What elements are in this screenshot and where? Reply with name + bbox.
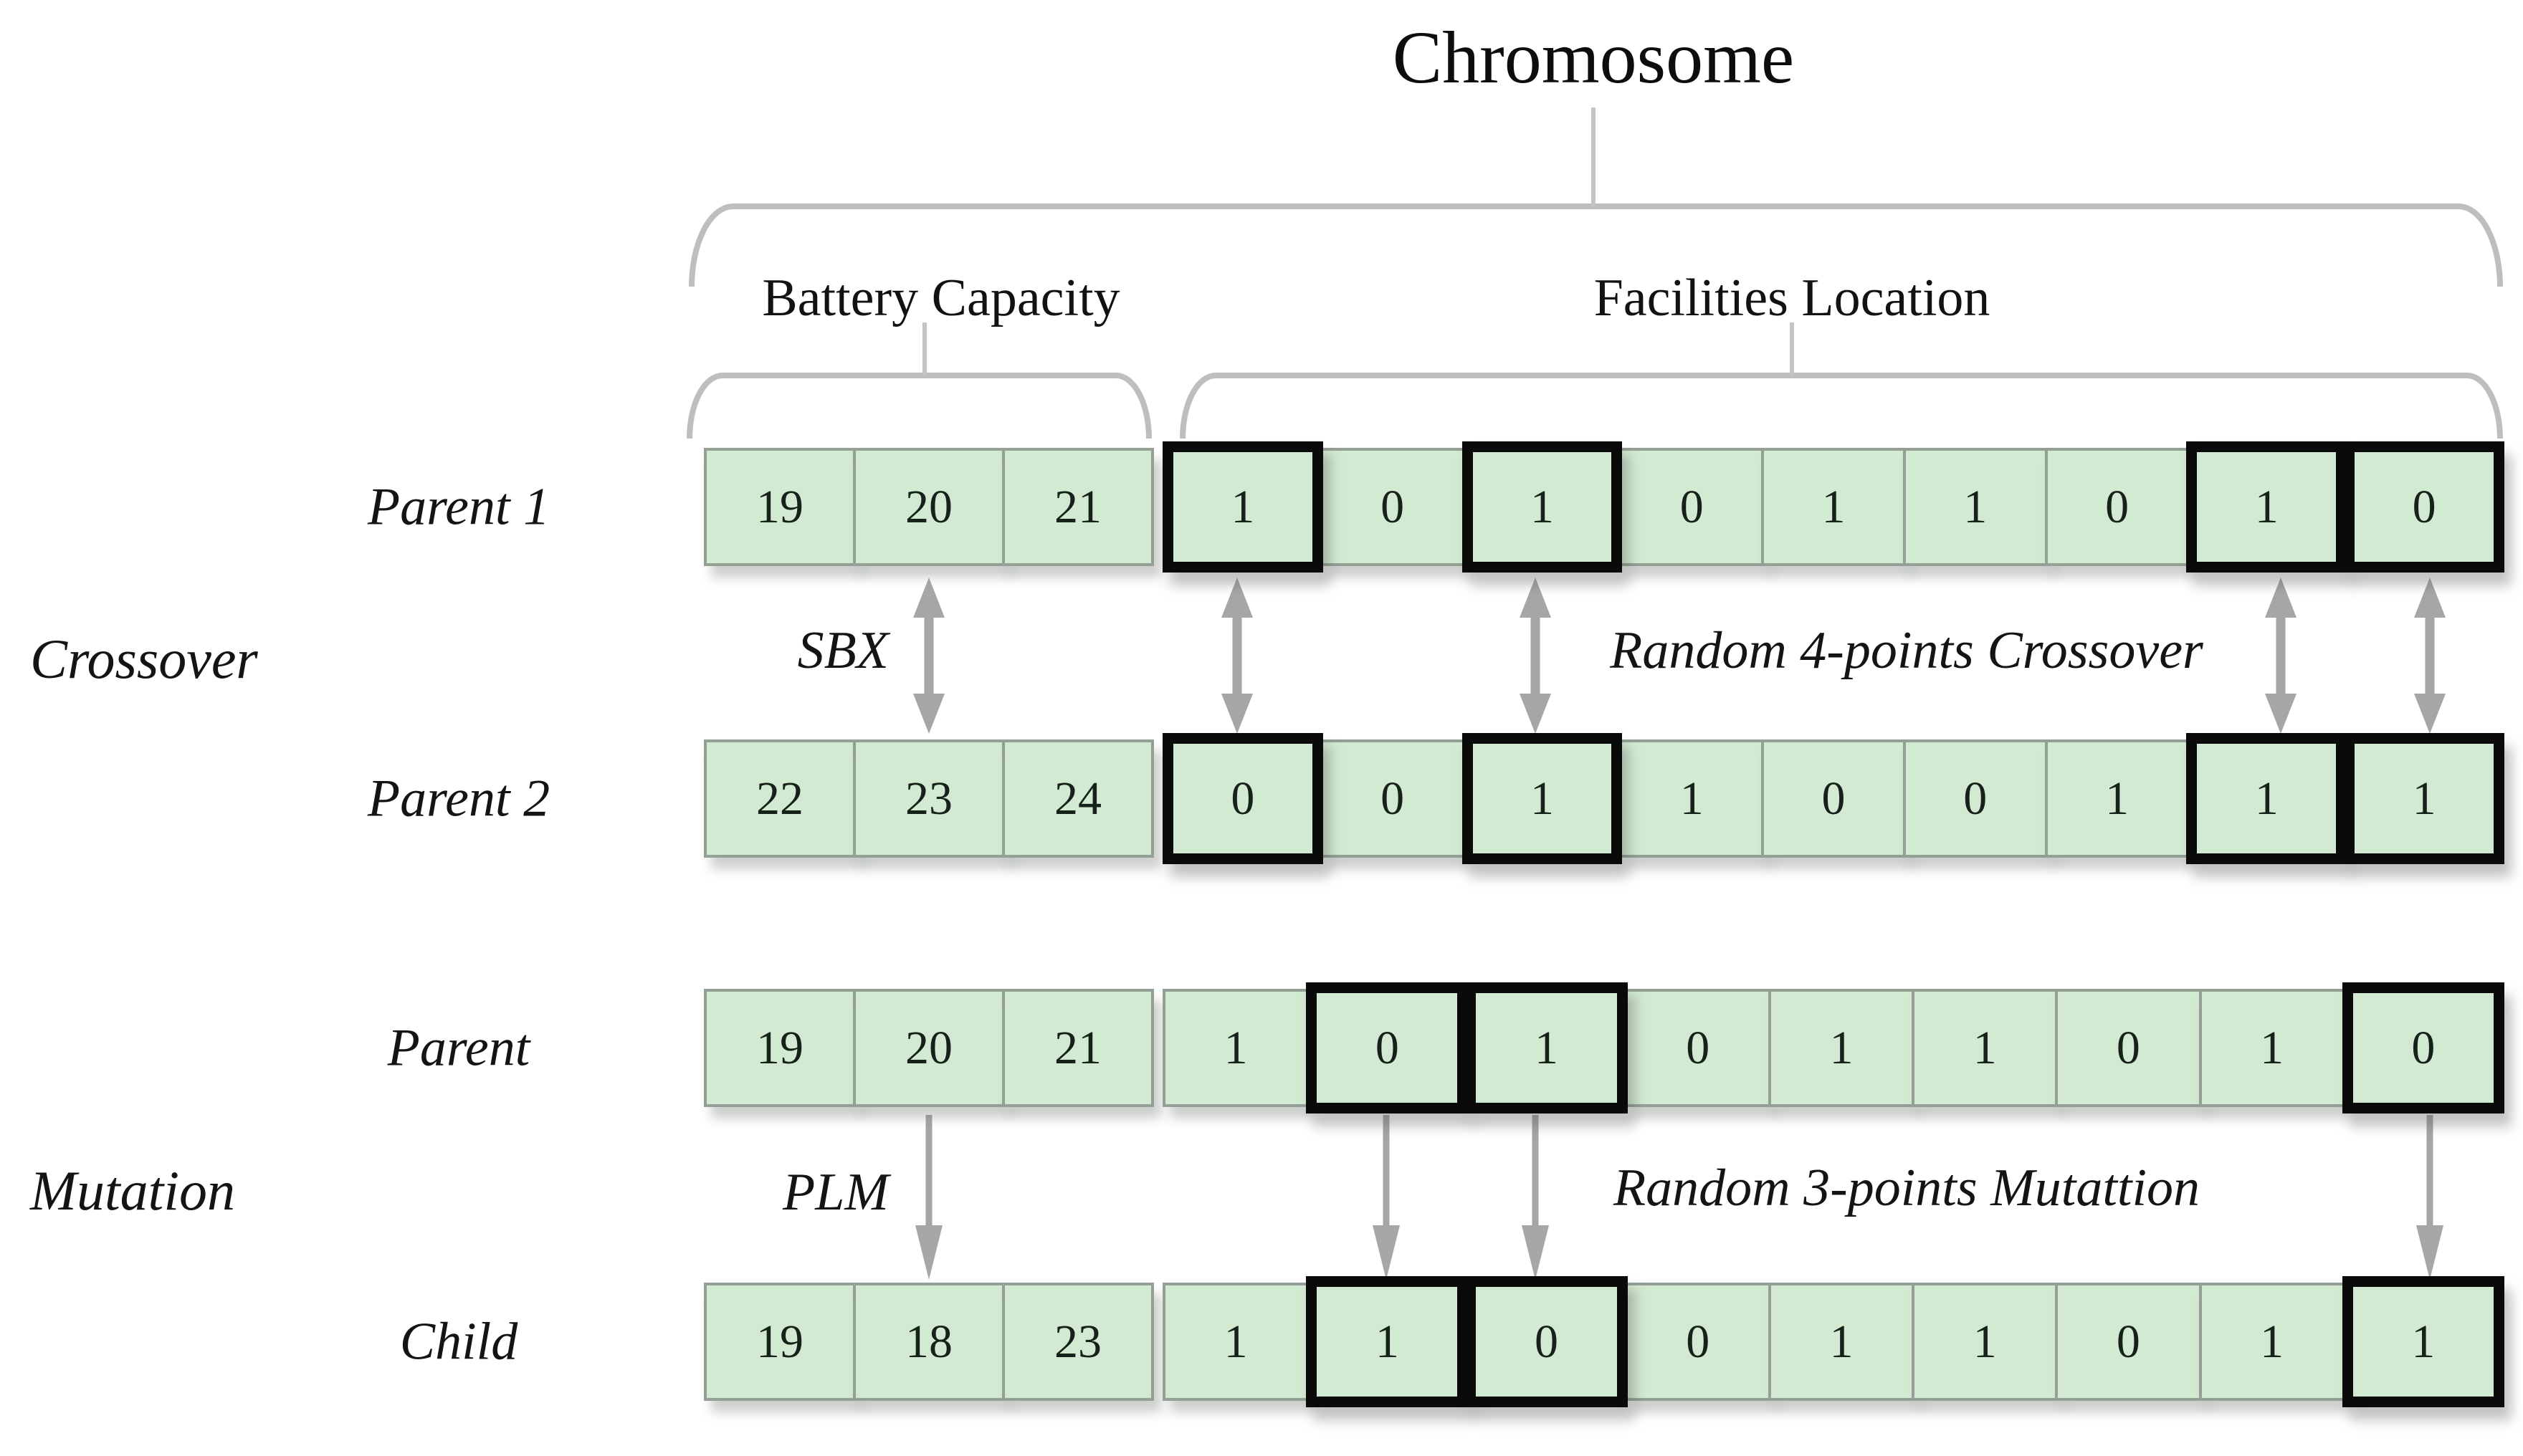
facility-gene-cell-highlighted: 1 (1461, 441, 1623, 573)
mutation-section-label: Mutation (30, 1159, 235, 1222)
facilities-location-label: Facilities Location (1593, 269, 1990, 327)
diagram-title: Chromosome (1392, 16, 1795, 99)
facility-gene-cell: 1 (1912, 989, 2059, 1107)
facility-gene-cell: 0 (1902, 739, 2048, 858)
facility-gene-cell: 0 (1619, 448, 1765, 566)
facility-gene-cell-highlighted: 0 (1163, 733, 1323, 864)
mutation-parent-label: Parent (387, 1018, 530, 1077)
random-4-points-crossover-label: Random 4-points Crossover (1610, 621, 2203, 680)
facility-gene-cell: 1 (1902, 448, 2048, 566)
facility-gene-cell-highlighted: 1 (2186, 441, 2347, 573)
facility-gene-cell: 0 (1320, 448, 1465, 566)
facility-gene-cell: 1 (1768, 989, 1915, 1107)
battery-gene-cell: 23 (1002, 1283, 1154, 1401)
child-label: Child (399, 1312, 518, 1371)
facility-gene-cell-highlighted: 1 (1465, 982, 1628, 1113)
facility-gene-cell: 0 (1320, 739, 1465, 858)
facility-gene-cell: 1 (1912, 1283, 2059, 1401)
facility-gene-cell: 1 (1761, 448, 1906, 566)
battery-capacity-label: Battery Capacity (762, 269, 1120, 327)
battery-gene-cell: 20 (853, 448, 1005, 566)
facility-gene-cell-highlighted: 1 (2344, 733, 2505, 864)
facility-gene-cell: 0 (2044, 448, 2190, 566)
crossover-double-arrow (2414, 578, 2446, 734)
crossover-section-label: Crossover (30, 628, 258, 690)
facility-gene-cell-highlighted: 0 (2342, 982, 2504, 1113)
parent1-label: Parent 1 (367, 477, 550, 536)
chromosome-brace (689, 107, 2503, 287)
sbx-operator-label: SBX (797, 621, 889, 680)
facility-gene-cell-highlighted: 0 (1306, 982, 1469, 1113)
battery-gene-cell: 19 (704, 989, 856, 1107)
facility-gene-cell-highlighted: 1 (1306, 1276, 1469, 1407)
facilities-brace (1180, 322, 2503, 439)
facility-gene-cell: 1 (1768, 1283, 1915, 1401)
battery-gene-cell: 23 (853, 739, 1005, 858)
facility-gene-cell-highlighted: 1 (2342, 1276, 2504, 1407)
battery-gene-cell: 19 (704, 1283, 856, 1401)
facility-gene-cell-highlighted: 1 (1461, 733, 1623, 864)
mutation-down-arrow (915, 1115, 943, 1280)
facility-gene-cell-highlighted: 1 (2186, 733, 2347, 864)
facility-gene-cell: 0 (1624, 1283, 1771, 1401)
battery-gene-cell: 19 (704, 448, 856, 566)
facility-gene-cell: 0 (1761, 739, 1906, 858)
facility-gene-cell: 1 (1163, 1283, 1310, 1401)
facility-gene-cell-highlighted: 0 (2344, 441, 2505, 573)
battery-brace (687, 322, 1152, 439)
battery-gene-cell: 21 (1002, 989, 1154, 1107)
battery-gene-cell: 21 (1002, 448, 1154, 566)
battery-gene-cell: 20 (853, 989, 1005, 1107)
facility-gene-cell: 0 (2055, 989, 2202, 1107)
facility-gene-cell: 1 (1619, 739, 1765, 858)
parent2-label: Parent 2 (367, 769, 550, 828)
facility-gene-cell-highlighted: 0 (1465, 1276, 1628, 1407)
battery-gene-cell: 24 (1002, 739, 1154, 858)
facility-gene-cell: 1 (2044, 739, 2190, 858)
mutation-down-arrow (1373, 1115, 1400, 1280)
battery-gene-cell: 18 (853, 1283, 1005, 1401)
facility-gene-cell: 1 (2198, 1283, 2345, 1401)
random-3-points-mutation-label: Random 3-points Mutattion (1613, 1159, 2200, 1217)
crossover-double-arrow (913, 578, 945, 734)
facility-gene-cell: 0 (1624, 989, 1771, 1107)
plm-operator-label: PLM (783, 1163, 889, 1222)
facility-gene-cell: 1 (1163, 989, 1310, 1107)
facility-gene-cell-highlighted: 1 (1163, 441, 1323, 573)
mutation-down-arrow (2416, 1115, 2443, 1280)
facility-gene-cell: 1 (2198, 989, 2345, 1107)
crossover-double-arrow (1221, 578, 1253, 734)
battery-gene-cell: 22 (704, 739, 856, 858)
facility-gene-cell: 0 (2055, 1283, 2202, 1401)
